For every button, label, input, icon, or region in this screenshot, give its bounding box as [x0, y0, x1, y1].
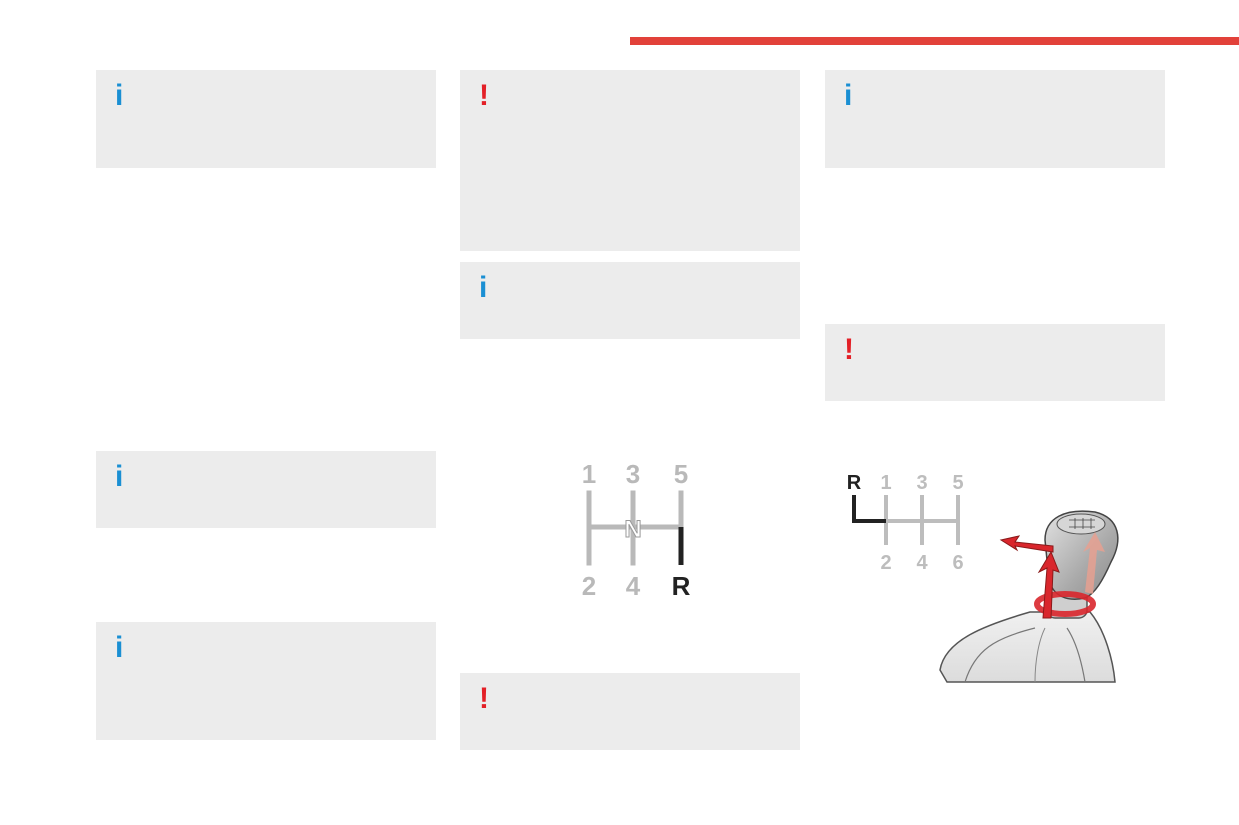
info-note-box: i: [460, 262, 800, 339]
gear-label-r: R: [847, 472, 862, 494]
info-icon: i: [115, 460, 124, 493]
gear-label-5: 5: [952, 472, 963, 494]
info-icon: i: [115, 631, 124, 664]
warning-icon: !: [479, 682, 489, 715]
gear-label-2: 2: [582, 571, 596, 601]
warning-icon: !: [479, 79, 489, 112]
gear-label-2: 2: [880, 552, 891, 574]
gear-label-r: R: [672, 571, 691, 601]
info-note-box: i: [96, 622, 436, 740]
info-icon: i: [479, 271, 488, 304]
gear-label-4: 4: [626, 571, 641, 601]
info-note-box: i: [96, 70, 436, 168]
gear-label-6: 6: [952, 552, 963, 574]
gear-label-1: 1: [880, 472, 891, 494]
gear-label-4: 4: [916, 552, 928, 574]
info-icon: i: [844, 79, 853, 112]
header-accent-bar: [630, 37, 1239, 45]
gear-label-3: 3: [626, 459, 640, 489]
info-icon: i: [115, 79, 124, 112]
warning-note-box: !: [460, 673, 800, 750]
gear-label-1: 1: [582, 459, 596, 489]
gear-label-n: N: [624, 516, 641, 543]
gear-label-3: 3: [916, 472, 927, 494]
gear-knob-illustration: [939, 510, 1119, 683]
warning-note-box: !: [825, 324, 1165, 401]
info-note-box: i: [96, 451, 436, 528]
gear-shift-pattern-6-speed: R 1 3 5 2 4 6: [847, 472, 964, 574]
gear-label-5: 5: [674, 459, 688, 489]
info-note-box: i: [825, 70, 1165, 168]
gear-shift-pattern-5-speed: N 1 3 5 2 4 R: [582, 459, 691, 601]
warning-note-box: !: [460, 70, 800, 251]
warning-icon: !: [844, 333, 854, 366]
